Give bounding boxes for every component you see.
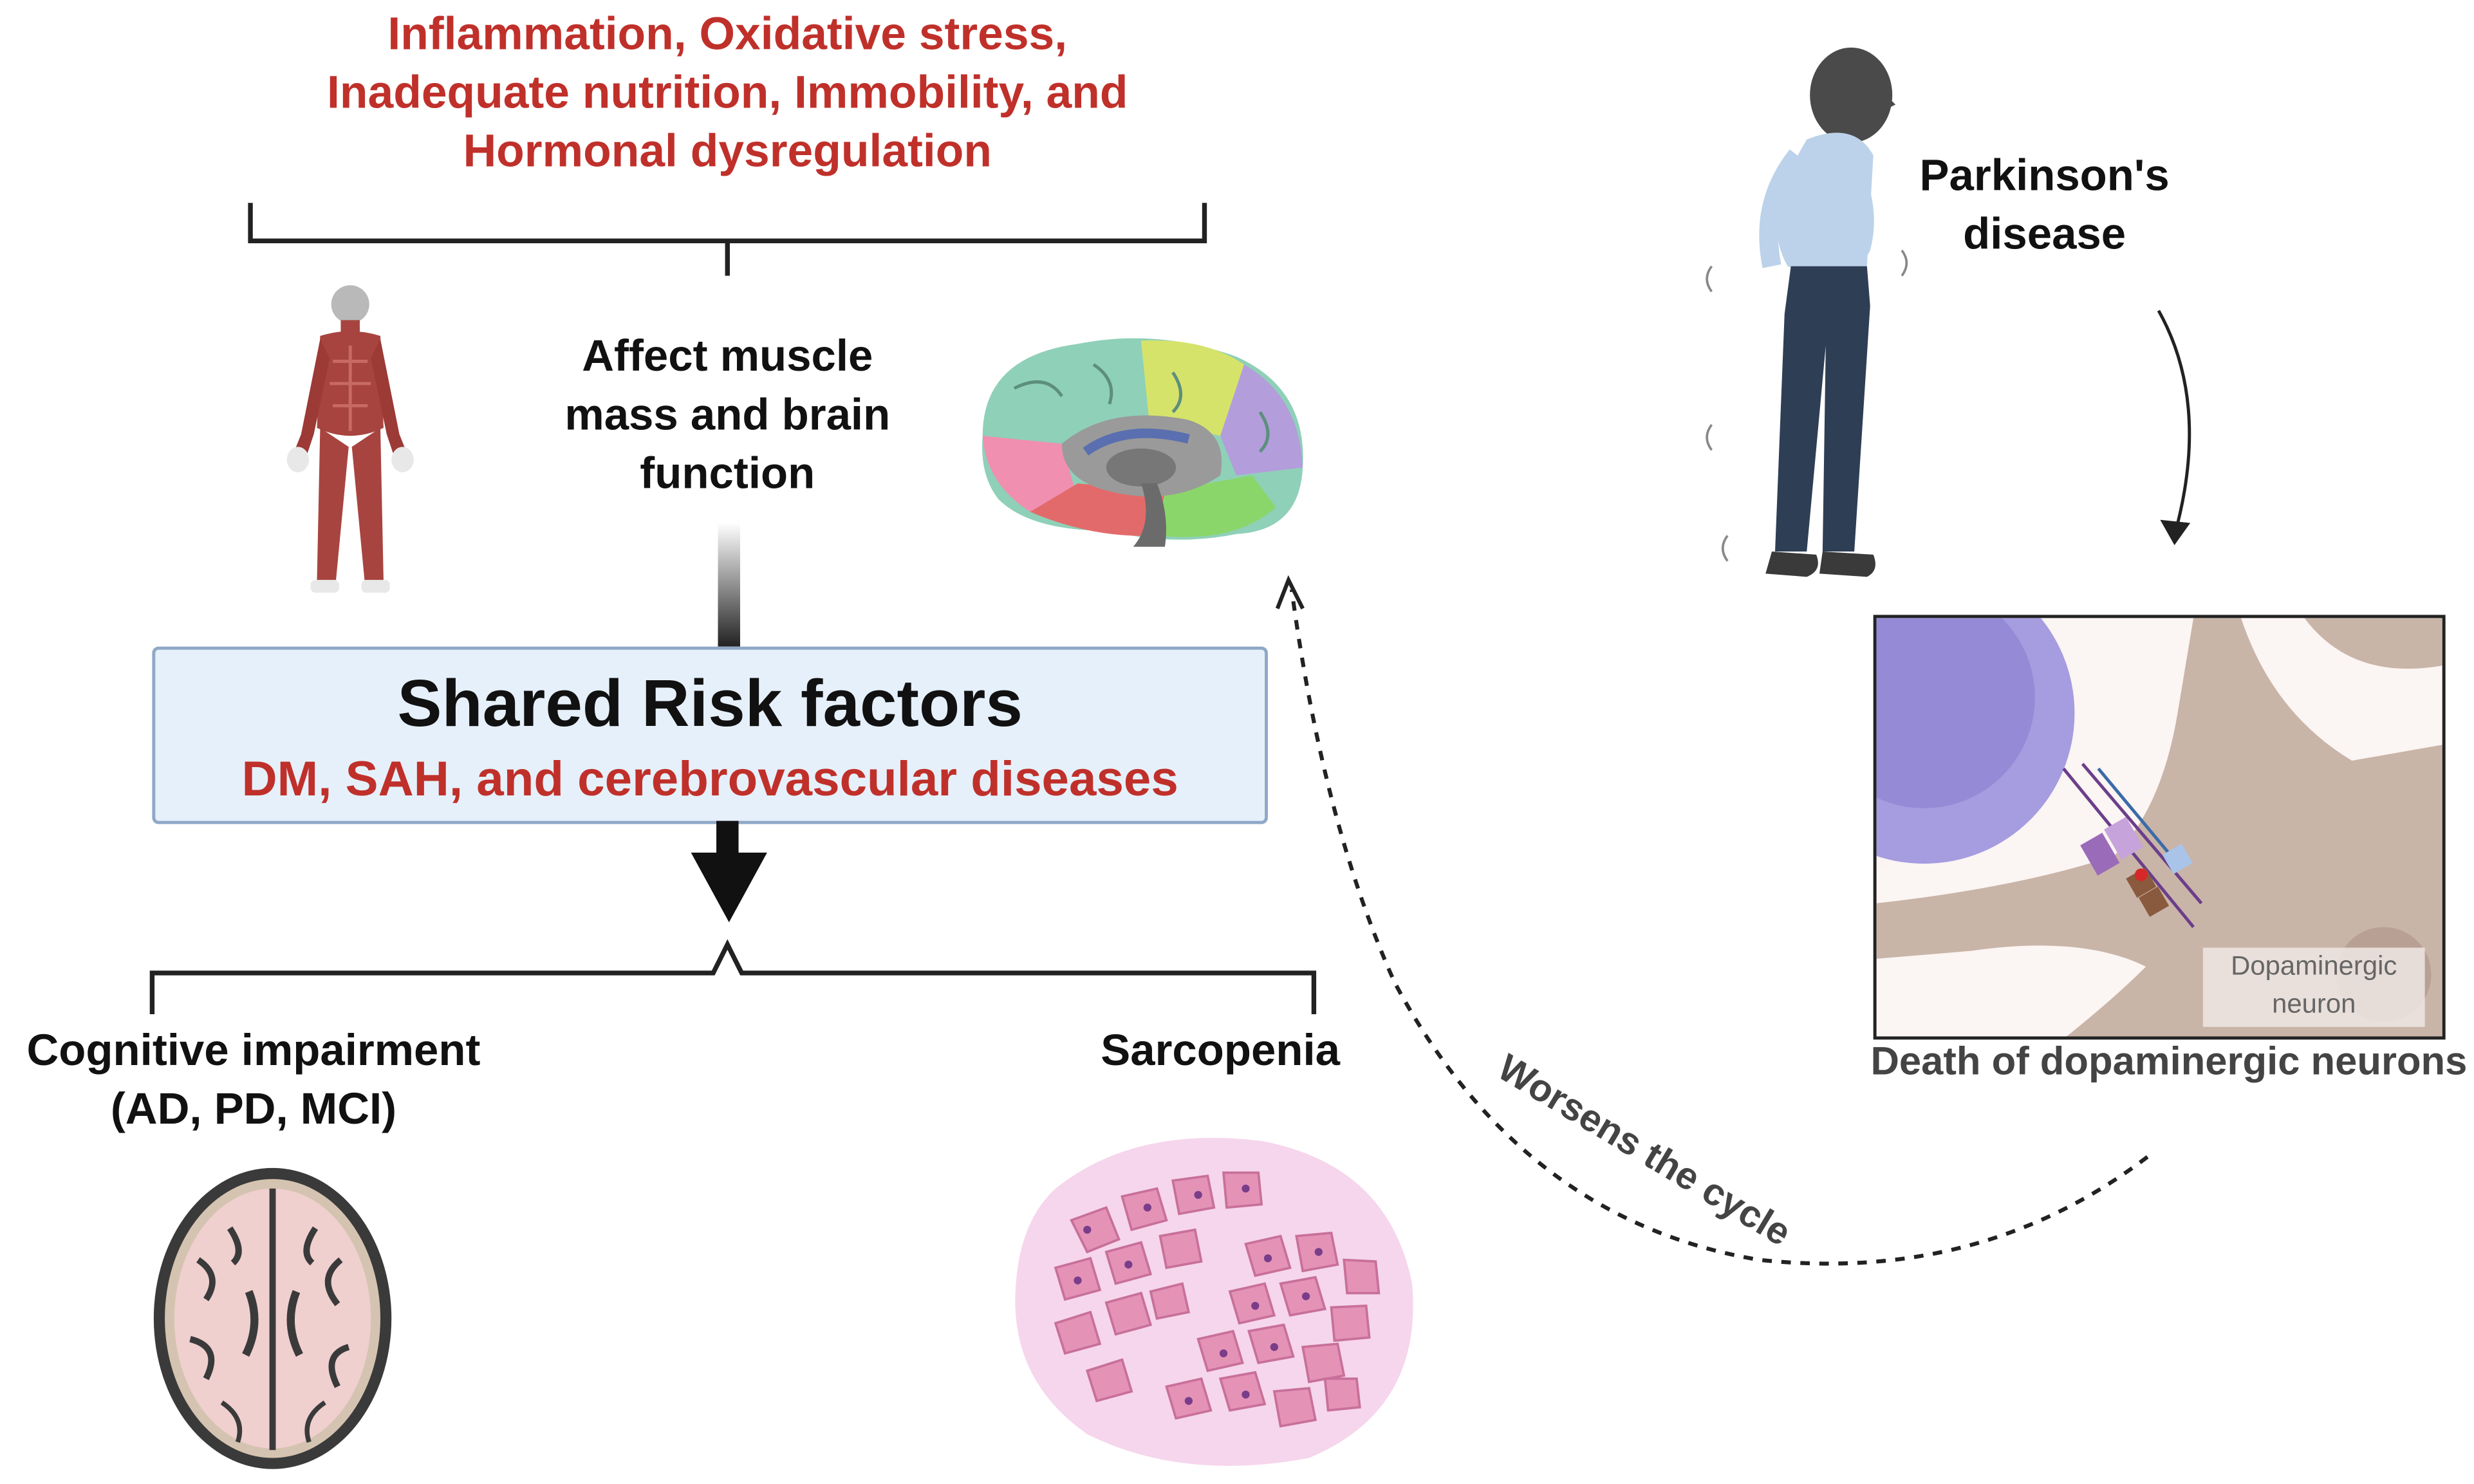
effect-text: Affect muscle mass and brain function [521,326,933,502]
muscle-tissue-icon [1015,1138,1413,1466]
neuron-label-line-2: neuron [2272,988,2356,1019]
cognitive-line-1: Cognitive impairment [26,1025,481,1075]
cognitive-label: Cognitive impairment (AD, PD, MCI) [0,1021,507,1138]
parkinsons-label: Parkinson's disease [1886,146,2203,263]
brain-sagittal-icon [982,338,1303,547]
sarcopenia-label: Sarcopenia [1101,1025,1340,1075]
top-factors-line-2: Inadequate nutrition, Immobility, and [327,68,1128,119]
muscle-body-icon [286,285,414,593]
shared-risk-box: Shared Risk factors DM, SAH, and cerebro… [152,646,1269,824]
neuron-caption: Death of dopaminergic neurons [1870,1039,2468,1084]
parkinsons-person-icon [1706,47,1908,577]
neuron-panel: Dopaminergic neuron [1873,615,2446,1040]
top-factors-line-3: Hormonal dysregulation [463,127,992,178]
effect-line-1: Affect muscle [582,331,873,380]
top-factors-line-1: Inflammation, Oxidative stress, [387,9,1068,60]
neuron-label-box: Dopaminergic neuron [2202,947,2425,1027]
effect-line-2: mass and brain [564,389,891,440]
shared-risk-subtitle: DM, SAH, and cerebrovascular diseases [241,751,1178,807]
cognitive-line-2: (AD, PD, MCI) [110,1084,397,1133]
shared-risk-title: Shared Risk factors [397,665,1023,740]
parkinsons-line-2: disease [1963,209,2126,259]
atrophic-brain-icon [153,1167,392,1469]
neuron-label-line-1: Dopaminergic [2231,951,2397,981]
parkinsons-line-1: Parkinson's [1919,150,2170,200]
effect-line-3: function [640,448,815,498]
top-factors-text: Inflammation, Oxidative stress, Inadequa… [250,6,1204,182]
gradient-arrow-shaft [718,523,740,647]
